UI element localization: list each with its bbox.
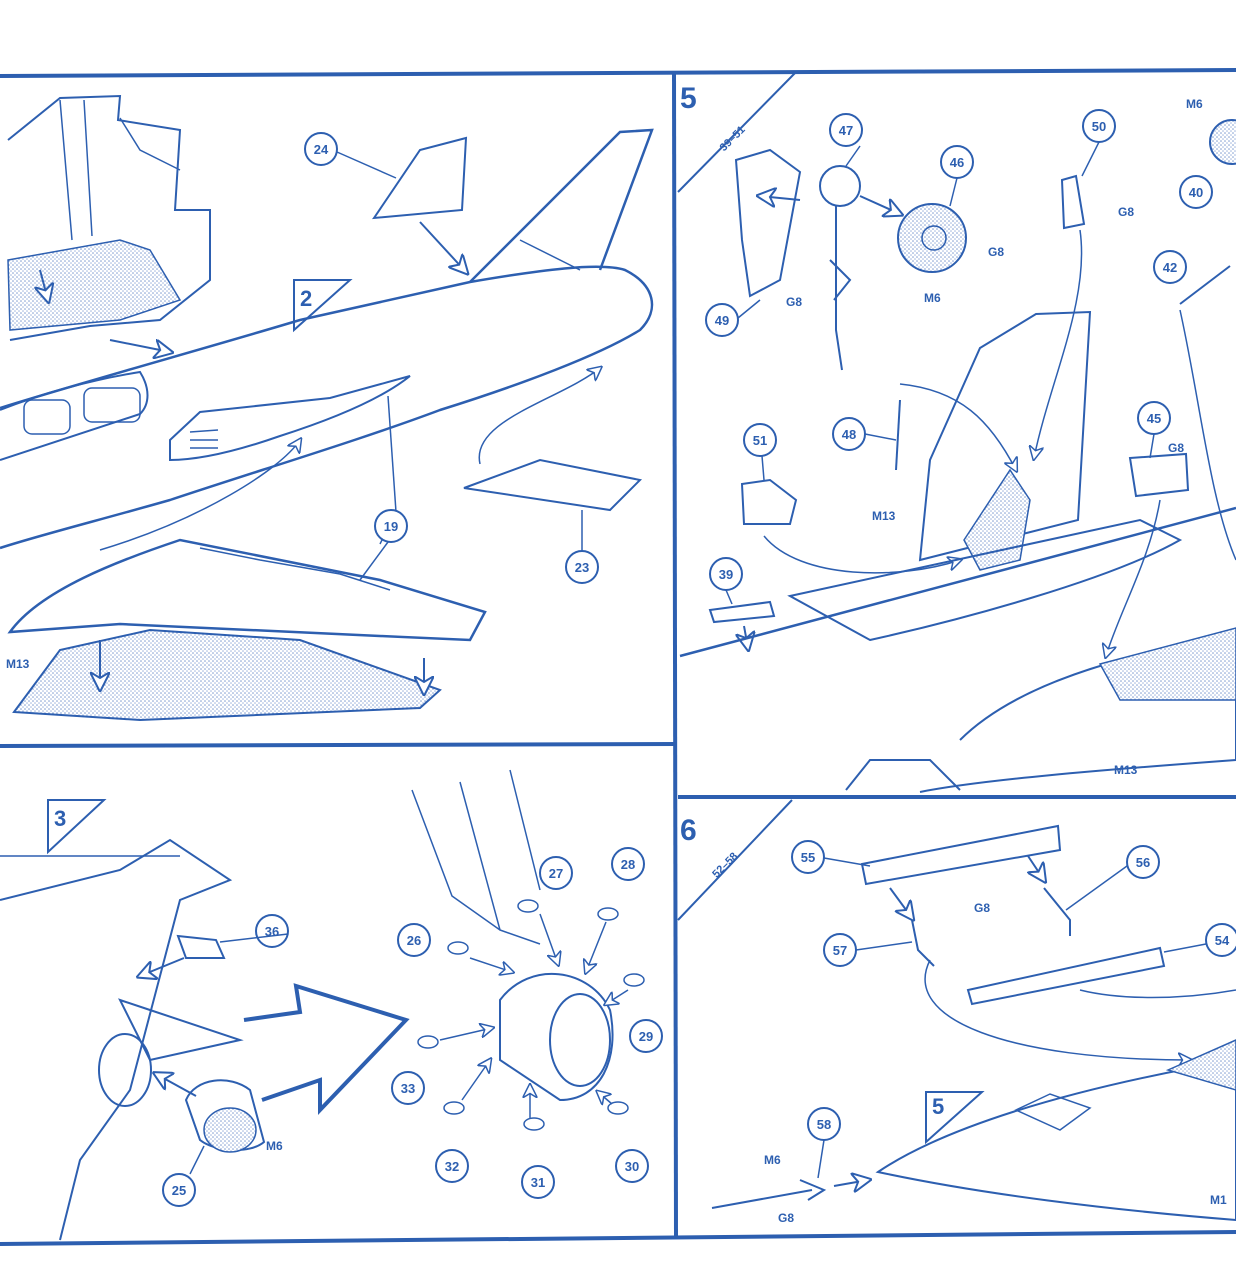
- code-m6-corner: M6: [1186, 97, 1203, 111]
- part-58-label: 58: [817, 1117, 831, 1132]
- step-6-range: 52–58: [710, 850, 740, 880]
- code-g8-49: G8: [786, 295, 802, 309]
- part-45-label: 45: [1147, 411, 1161, 426]
- part-30-label: 30: [625, 1159, 639, 1174]
- part-55-label: 55: [801, 850, 815, 865]
- rear-fuselage: [0, 838, 233, 1241]
- side-intake: [169, 375, 411, 462]
- nozzle-petals: [417, 899, 645, 1131]
- part-54-bar: [966, 946, 1166, 1006]
- step-6-panel: [677, 799, 1236, 1222]
- part-55-bar: [860, 824, 1062, 886]
- step-3-number: 3: [54, 806, 66, 831]
- part-46-wheel: [897, 203, 967, 273]
- part-51: [740, 478, 798, 525]
- callout-circles: [162, 109, 1236, 1207]
- step-6-number: 6: [680, 814, 697, 847]
- part-31-label: 31: [531, 1175, 545, 1190]
- part-50: [1060, 174, 1086, 230]
- part-27-label: 27: [549, 866, 563, 881]
- nozzle: [499, 972, 614, 1102]
- step-2-flag: [293, 279, 353, 333]
- part-49: [734, 148, 802, 298]
- code-m6-wheel: M6: [924, 291, 941, 305]
- part-54-label: 54: [1215, 933, 1230, 948]
- step-5-range: 39–51: [718, 124, 748, 154]
- code-m13-wing: M13: [6, 657, 30, 671]
- part-19-label: 19: [384, 519, 398, 534]
- part-36: [176, 934, 226, 959]
- part-40-label: 40: [1189, 185, 1203, 200]
- step-5-panel: [677, 71, 1236, 793]
- part-28-label: 28: [621, 857, 635, 872]
- code-g8-wheel: G8: [988, 245, 1004, 259]
- gear-strut: [829, 206, 852, 371]
- part-36-label: 36: [265, 924, 279, 939]
- part-39: [708, 600, 776, 624]
- part-56-bracket: [1043, 887, 1071, 936]
- nose-cone: [875, 1058, 1236, 1222]
- fuselage-half: [7, 94, 211, 341]
- part-57-label: 57: [833, 943, 847, 958]
- fuselage: [0, 265, 654, 550]
- part-33-label: 33: [401, 1081, 415, 1096]
- code-g8-50: G8: [1118, 205, 1134, 219]
- part-47-label: 47: [839, 123, 853, 138]
- step-6-ref-number: 5: [932, 1094, 944, 1119]
- stabilizer: [118, 998, 244, 1062]
- part-46-label: 46: [950, 155, 964, 170]
- step-2-number: 2: [300, 286, 312, 311]
- part-23: [463, 458, 643, 512]
- code-m13-seat: M13: [872, 509, 896, 523]
- labels: 2 3 5 39–51 6 52–58 5 24 19 23 36 26 27 …: [6, 82, 1230, 1225]
- step-3-flag: [47, 799, 107, 855]
- part-24-label: 24: [314, 142, 329, 157]
- part-42-label: 42: [1163, 260, 1177, 275]
- step-6-ref-flag: [925, 1091, 985, 1145]
- panel-frames: [0, 68, 1236, 1246]
- part-48-label: 48: [842, 427, 856, 442]
- code-g8-probe: G8: [778, 1211, 794, 1225]
- code-g8-45: G8: [1168, 441, 1184, 455]
- part-39-label: 39: [719, 567, 733, 582]
- leader-lines: [189, 141, 1207, 1179]
- part-56-label: 56: [1136, 855, 1150, 870]
- lower-wing: [12, 628, 442, 722]
- part-24-fin: [371, 136, 468, 220]
- pitot-probe: [711, 1179, 827, 1209]
- part-29-label: 29: [639, 1029, 653, 1044]
- tail-fin: [469, 128, 654, 283]
- step-2-panel: [0, 94, 654, 722]
- part-45: [1128, 452, 1190, 498]
- step-3-panel: [0, 769, 645, 1241]
- part-51-label: 51: [753, 433, 767, 448]
- part-49-label: 49: [715, 313, 729, 328]
- seat-area: [963, 468, 1031, 571]
- intake-hatching: [7, 239, 182, 331]
- part-57-bracket: [911, 919, 935, 967]
- part-47: [819, 165, 861, 207]
- code-m6-probe: M6: [764, 1153, 781, 1167]
- part-40-circle: [1209, 119, 1236, 165]
- part-50-label: 50: [1092, 119, 1106, 134]
- big-arrow: [243, 983, 410, 1115]
- step-5-number: 5: [680, 82, 697, 115]
- code-m1-edge: M1: [1210, 1193, 1227, 1207]
- code-m13-bottom: M13: [1114, 763, 1138, 777]
- part-32-label: 32: [445, 1159, 459, 1174]
- part-25-label: 25: [172, 1183, 186, 1198]
- part-26-label: 26: [407, 933, 421, 948]
- code-m6-nozzle: M6: [266, 1139, 283, 1153]
- part-23-label: 23: [575, 560, 589, 575]
- code-g8-55: G8: [974, 901, 990, 915]
- wing-19: [7, 538, 487, 642]
- fin-silhouette: [918, 310, 1092, 562]
- canopy: [0, 370, 149, 461]
- nozzle-rear: [98, 1033, 152, 1107]
